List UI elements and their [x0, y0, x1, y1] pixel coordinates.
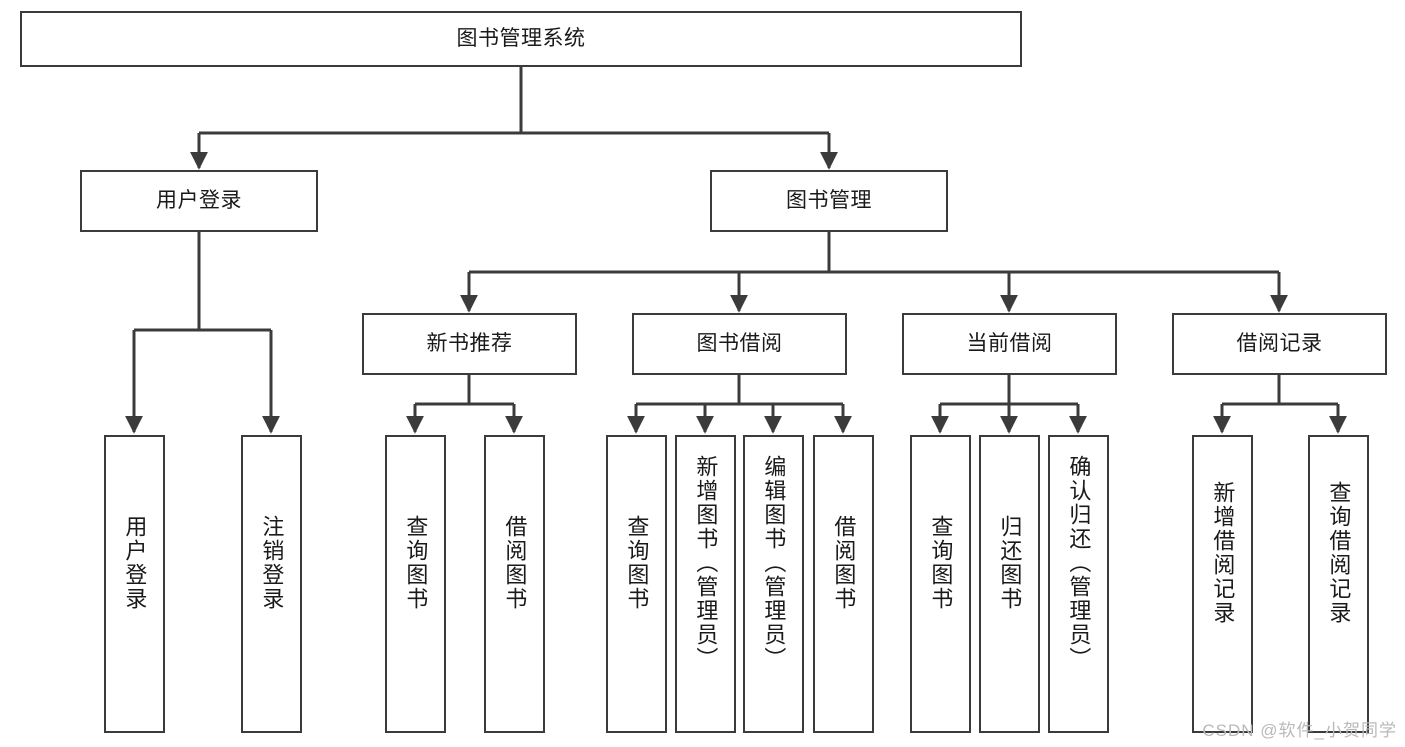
node-user-login[interactable]: 用户登录 — [80, 170, 318, 232]
node-leaf-query-book-b-label: 查询图书 — [624, 515, 650, 611]
node-leaf-return-book-label: 归还图书 — [997, 515, 1023, 611]
node-user-login-label: 用户登录 — [156, 189, 242, 213]
node-root-label: 图书管理系统 — [456, 27, 586, 51]
node-leaf-user-login[interactable]: 用户登录 — [104, 435, 165, 733]
node-leaf-return-book[interactable]: 归还图书 — [979, 435, 1040, 733]
node-leaf-borrow-book-b[interactable]: 借阅图书 — [813, 435, 874, 733]
node-current-borrow-label: 当前借阅 — [966, 332, 1053, 356]
node-leaf-logout[interactable]: 注销登录 — [241, 435, 302, 733]
node-leaf-query-book-a[interactable]: 查询图书 — [385, 435, 446, 733]
node-leaf-borrow-book-a[interactable]: 借阅图书 — [484, 435, 545, 733]
node-book-borrow-label: 图书借阅 — [696, 332, 783, 356]
node-leaf-add-record[interactable]: 新增借阅记录 — [1192, 435, 1253, 733]
node-leaf-confirm-return[interactable]: 确认归还（管理员） — [1048, 435, 1109, 733]
node-leaf-borrow-book-a-label: 借阅图书 — [502, 515, 528, 611]
node-book-borrow[interactable]: 图书借阅 — [632, 313, 847, 375]
node-new-book-recommend[interactable]: 新书推荐 — [362, 313, 577, 375]
node-borrow-record-label: 借阅记录 — [1236, 332, 1323, 356]
node-leaf-borrow-book-b-label: 借阅图书 — [831, 515, 857, 611]
node-leaf-confirm-return-label: 确认归还（管理员） — [1066, 455, 1092, 671]
node-leaf-edit-book-label: 编辑图书（管理员） — [761, 455, 787, 671]
node-leaf-user-login-label: 用户登录 — [122, 515, 148, 611]
node-root[interactable]: 图书管理系统 — [20, 11, 1022, 67]
node-leaf-logout-label: 注销登录 — [259, 515, 285, 611]
node-leaf-query-record[interactable]: 查询借阅记录 — [1308, 435, 1369, 733]
node-book-manage-label: 图书管理 — [786, 189, 872, 213]
node-leaf-edit-book[interactable]: 编辑图书（管理员） — [743, 435, 804, 733]
node-leaf-query-record-label: 查询借阅记录 — [1326, 481, 1352, 625]
node-leaf-query-book-b[interactable]: 查询图书 — [606, 435, 667, 733]
node-leaf-query-book-c-label: 查询图书 — [928, 515, 954, 611]
node-book-manage[interactable]: 图书管理 — [710, 170, 948, 232]
node-leaf-add-book-label: 新增图书（管理员） — [693, 455, 719, 671]
node-leaf-add-record-label: 新增借阅记录 — [1210, 481, 1236, 625]
node-leaf-query-book-a-label: 查询图书 — [403, 515, 429, 611]
csdn-watermark: CSDN @软件_小贺同学 — [1202, 721, 1397, 740]
node-current-borrow[interactable]: 当前借阅 — [902, 313, 1117, 375]
node-leaf-add-book[interactable]: 新增图书（管理员） — [675, 435, 736, 733]
node-new-book-recommend-label: 新书推荐 — [426, 332, 513, 356]
node-borrow-record[interactable]: 借阅记录 — [1172, 313, 1387, 375]
node-leaf-query-book-c[interactable]: 查询图书 — [910, 435, 971, 733]
